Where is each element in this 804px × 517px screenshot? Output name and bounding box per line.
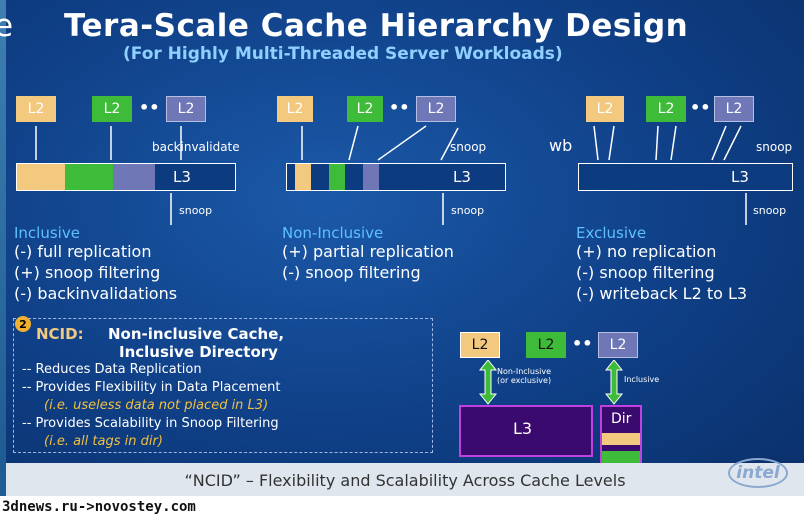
ellipsis-dots: •• <box>690 98 711 117</box>
ellipsis-dots: •• <box>389 98 410 117</box>
diagram-arrows <box>35 125 747 225</box>
l2-cache-yellow: L2 <box>460 332 500 358</box>
footer-caption: “NCID” – Flexibility and Scalability Acr… <box>184 471 626 490</box>
section-line: (+) snoop filtering <box>14 263 161 282</box>
wb-label: wb <box>549 136 573 155</box>
inclusive-label: Inclusive <box>624 375 660 384</box>
snoop-label: snoop <box>179 204 213 217</box>
ncid-line: -- Provides Flexibility in Data Placemen… <box>22 380 281 395</box>
l2-cache-green: L2 <box>92 96 132 122</box>
slide: Tera-Scale Cache Hierarchy Design (For H… <box>6 0 804 496</box>
l2-cache-yellow: L2 <box>277 96 313 122</box>
step-badge: 2 <box>15 316 31 332</box>
dir-label: Dir <box>611 411 632 427</box>
l2-cache-blue: L2 <box>714 96 754 122</box>
l2-cache-blue: L2 <box>598 332 638 358</box>
l2-cache-green: L2 <box>526 332 566 358</box>
l2-cache-yellow: L2 <box>16 96 56 122</box>
l2-cache-yellow: L2 <box>586 96 624 122</box>
ncid-line: -- Reduces Data Replication <box>22 362 202 377</box>
ncid-note: (i.e. useless data not placed in L3) <box>44 398 269 413</box>
l3-label: L3 <box>453 168 471 186</box>
l3-label: L3 <box>173 168 191 186</box>
ncid-title-line2: Inclusive Directory <box>119 343 278 361</box>
l3-label: L3 <box>513 419 533 438</box>
non-inclusive-label: Non-Inclusive (or exclusive) <box>497 367 552 385</box>
bidirectional-arrows <box>478 360 624 405</box>
section-line: (-) snoop filtering <box>282 263 421 282</box>
source-credit: 3dnews.ru->novostey.com <box>2 499 196 515</box>
ncid-prefix: NCID: <box>36 325 84 343</box>
snoop-label: snoop <box>451 204 485 217</box>
snoop-label: snoop <box>753 204 787 217</box>
l2-cache-blue: L2 <box>166 96 206 122</box>
section-line: (-) full replication <box>14 242 152 261</box>
snoop-label: snoop <box>450 140 487 154</box>
ellipsis-dots: •• <box>572 334 593 353</box>
l3-cache-block: L3 <box>459 405 593 457</box>
l2-cache-blue: L2 <box>416 96 456 122</box>
section-line: (-) writeback L2 to L3 <box>576 284 748 303</box>
credit-strip <box>0 496 804 517</box>
l3-label: L3 <box>731 168 749 186</box>
ncid-box <box>13 318 433 453</box>
section-line: (+) no replication <box>576 242 717 261</box>
section-line: (-) backinvalidations <box>14 284 178 303</box>
section-title-inclusive: Inclusive <box>14 224 80 242</box>
snoop-label: snoop <box>756 140 793 154</box>
l3-cache-bar-exclusive: L3 <box>578 163 793 191</box>
section-line: (-) snoop filtering <box>576 263 715 282</box>
slide-subtitle: (For Highly Multi-Threaded Server Worklo… <box>123 44 563 64</box>
ncid-note: (i.e. all tags in dir) <box>44 434 163 449</box>
l3-cache-bar-inclusive: L3 <box>16 163 236 191</box>
backinvalidate-label: backinvalidate <box>152 140 240 154</box>
intel-logo: intel <box>728 458 788 488</box>
section-title-non-inclusive: Non-Inclusive <box>282 224 384 242</box>
section-title-exclusive: Exclusive <box>576 224 647 242</box>
slide-title: Tera-Scale Cache Hierarchy Design <box>64 8 689 44</box>
section-line: (+) partial replication <box>282 242 454 261</box>
stray-character: e <box>0 8 14 44</box>
footer-band <box>6 463 804 496</box>
ncid-title-line1: Non-inclusive Cache, <box>108 325 285 343</box>
directory-block: Dir <box>600 405 642 463</box>
ellipsis-dots: •• <box>139 98 160 117</box>
ncid-line: -- Provides Scalability in Snoop Filteri… <box>22 416 279 431</box>
l3-cache-bar-non-inclusive: L3 <box>286 163 506 191</box>
l2-cache-green: L2 <box>347 96 383 122</box>
l2-cache-green: L2 <box>646 96 686 122</box>
